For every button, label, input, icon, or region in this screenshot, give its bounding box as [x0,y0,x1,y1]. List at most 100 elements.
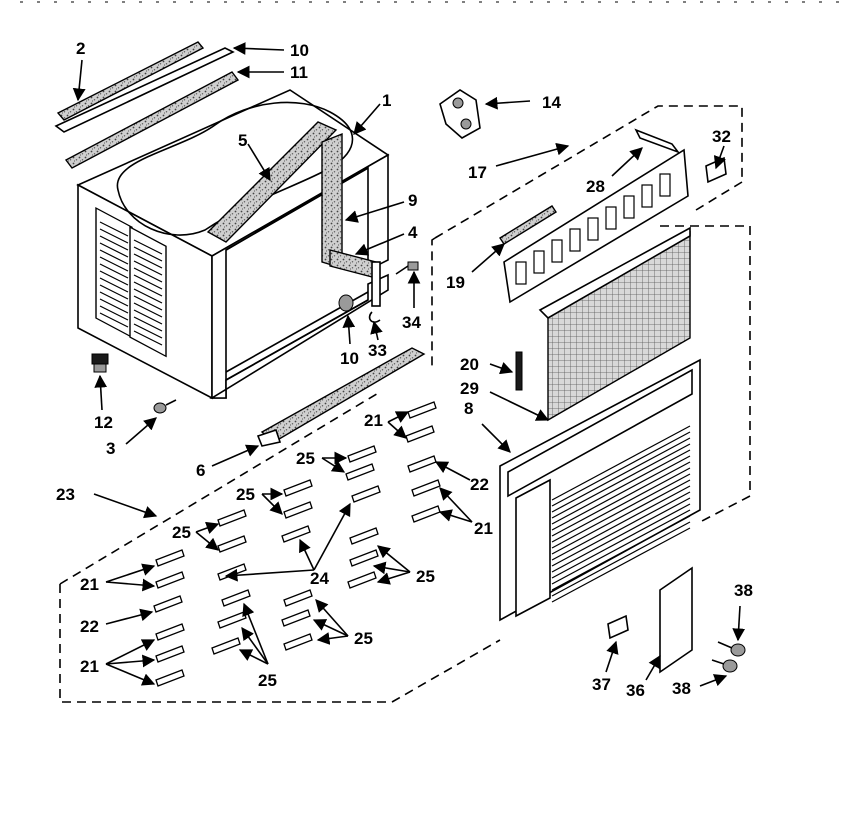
louver-slat [133,274,163,290]
louver-slat [133,302,163,318]
louver-slat [133,309,163,325]
kit-strip [349,549,379,567]
label-21b: 21 [474,519,493,538]
grille-slat [551,431,691,507]
dashed-outline-upper-right [695,181,743,211]
label-2: 2 [76,39,85,58]
kit-strip [411,505,441,523]
label-25a: 25 [296,449,315,468]
kit-strip [345,463,375,481]
label-23: 23 [56,485,75,504]
kit-strip [217,611,247,629]
louver-slat [99,284,129,300]
louver-slat [133,260,163,276]
louver-slat [99,263,129,279]
kit-strip [349,527,379,545]
louver-slot [569,228,581,252]
louver-slot [533,250,545,274]
top-rails [54,41,240,169]
kit-strip [283,501,313,519]
louver-slat [133,267,163,283]
label-12: 12 [94,413,113,432]
kit-strip [405,425,435,443]
control-panel [659,566,693,674]
label-1: 1 [382,91,391,110]
bracket-14 [439,89,481,139]
grille-slat [551,425,691,501]
kit-strip [351,485,381,503]
louver-slot [605,206,617,230]
dashed-outline-upper-left [431,237,436,370]
grille-slat [551,509,691,585]
label-3: 3 [106,439,115,458]
label-36: 36 [626,681,645,700]
kit-strip [153,595,183,613]
label-5: 5 [238,131,247,150]
label-11: 11 [290,63,308,82]
grille-slat [551,527,691,603]
grille-slat [551,461,691,537]
louver-slat [133,288,163,304]
label-24: 24 [310,569,329,588]
label-32: 32 [712,127,731,146]
label-28: 28 [586,177,605,196]
grille-slat [551,485,691,561]
louver-slat [99,270,129,286]
kit-strip [211,637,241,655]
front-grille [499,358,701,622]
louver-slat [133,330,163,346]
label-29: 29 [460,379,479,398]
grille-slat [551,491,691,567]
grille-slat [551,515,691,591]
screw [395,261,419,275]
kit-strip [407,401,437,419]
grille-slat [551,437,691,513]
grille-slat [551,479,691,555]
louver-slat [99,249,129,265]
grille-slat [551,473,691,549]
louver-slat [99,221,129,237]
label-21d: 21 [80,657,99,676]
kit-strip [155,549,185,567]
label-38a: 38 [734,581,753,600]
louver-slat [133,246,163,262]
label-37: 37 [592,675,611,694]
kit-strip [283,633,313,651]
label-9: 9 [408,191,417,210]
louver-slat [99,305,129,321]
screw-3 [153,399,177,414]
clip [368,311,381,323]
kit-strip [217,509,247,527]
grille-slat [551,443,691,519]
label-33: 33 [368,341,387,360]
louver-slot [587,217,599,241]
louver-slat [99,242,129,258]
label-17: 17 [468,163,487,182]
kit-strip [217,563,247,581]
grille-slat [551,467,691,543]
leader-lines [72,42,746,687]
part-number-labels: 2 10 11 1 5 9 4 34 10 33 12 3 6 14 17 28… [56,39,753,700]
installation-kit-parts [153,401,441,687]
louver-slot [659,173,671,197]
gasket-strip [321,132,343,269]
label-38b: 38 [672,679,691,698]
louver-slat [99,256,129,272]
label-14: 14 [542,93,561,112]
label-22a: 22 [470,475,489,494]
kit-strip [217,535,247,553]
kit-strip [283,479,313,497]
label-34: 34 [402,313,421,332]
label-8: 8 [464,399,473,418]
bracket [371,261,381,307]
louver-slat [99,312,129,328]
label-4: 4 [408,223,418,242]
label-7: 10 [290,41,309,60]
louver-slat [133,253,163,269]
louver-slot [623,195,635,219]
kit-strip [347,445,377,463]
label-21c: 21 [80,575,99,594]
louver-slat [99,291,129,307]
label-25d: 25 [416,567,435,586]
